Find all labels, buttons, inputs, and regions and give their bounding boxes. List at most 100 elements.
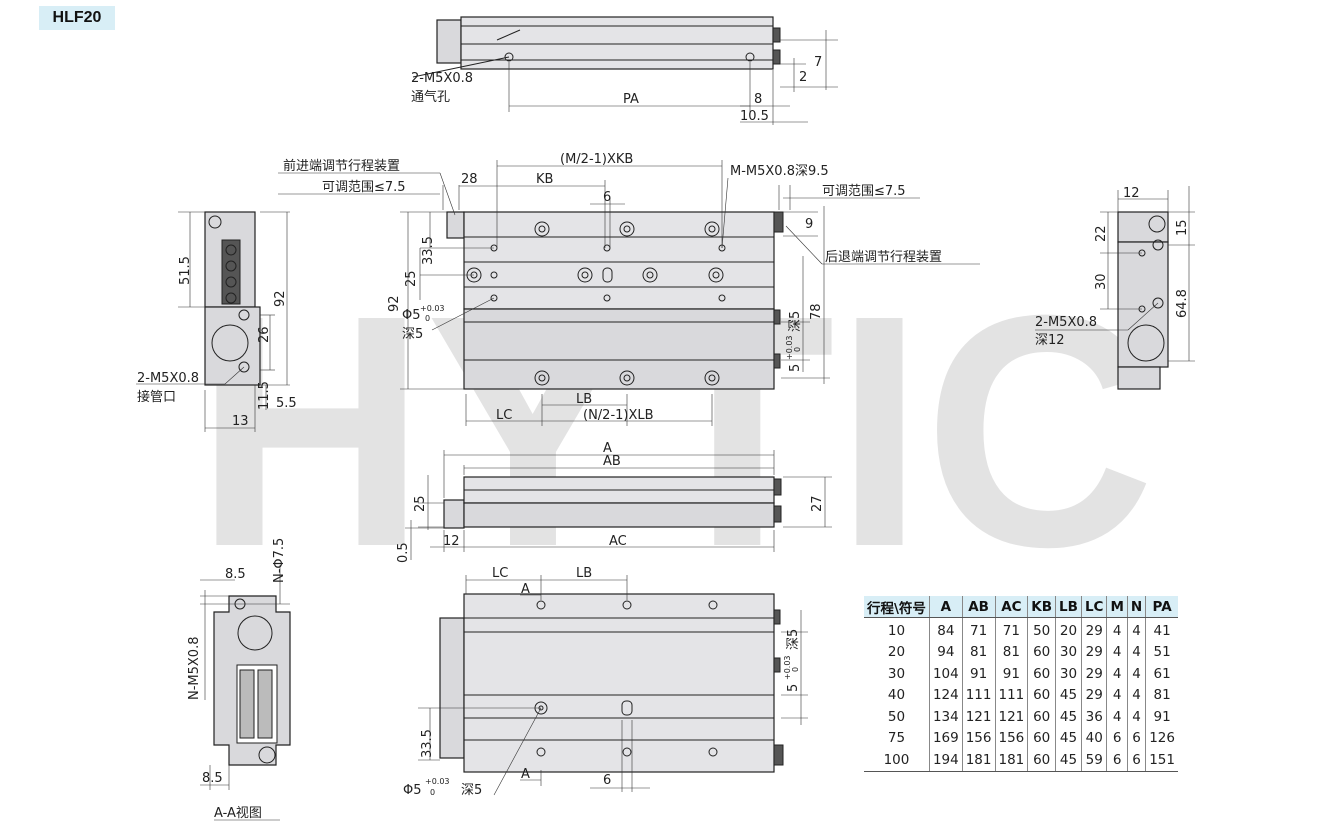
dim-22: 22 (1094, 225, 1109, 242)
spec-cell: 81 (995, 641, 1029, 663)
tol-lower-bottom-side: 0 (791, 667, 800, 672)
section-title: A-A视图 (214, 806, 262, 821)
tol-lower-bottom: 0 (430, 788, 435, 797)
spec-cell: 51 (1153, 644, 1171, 661)
spec-cell: 4 (1127, 706, 1147, 728)
tol-upper: +0.03 (420, 304, 445, 313)
spec-cell: 4 (1127, 617, 1147, 642)
spec-header-cell: AC (995, 596, 1029, 618)
dim-n-thread: N-M5X0.8 (187, 637, 202, 700)
spec-cell: 50 (864, 706, 930, 728)
dim-ab: AB (603, 454, 621, 469)
side-depth-5-bottom: 深5 (786, 629, 801, 650)
vent-desc: 通气孔 (411, 89, 450, 105)
spec-cell: 71 (995, 617, 1029, 642)
spec-cell: 45 (1055, 727, 1082, 749)
dim-28: 28 (461, 172, 478, 187)
spec-header-cell: M (1106, 596, 1128, 618)
spec-cell: 45 (1055, 749, 1082, 772)
dim-2: 2 (799, 70, 807, 85)
spec-cell: 121 (995, 706, 1029, 728)
spec-cell: 84 (929, 617, 963, 642)
dim-a: A (603, 441, 612, 456)
spec-cell: 41 (1153, 622, 1171, 639)
spec-header-cell: AB (962, 596, 996, 618)
dim-lc: LC (496, 408, 512, 423)
spec-cell: 94 (929, 641, 963, 663)
section-view: 8.5 N-Φ7.5 N-M5X0.8 8.5 A-A视图 (187, 538, 291, 821)
spec-cell: 29 (1081, 663, 1108, 685)
section-mark-bottom: A (521, 767, 530, 782)
spec-cell: 10 (864, 617, 930, 642)
spec-cell: 29 (1081, 641, 1108, 663)
dim-5: 5 (788, 364, 803, 372)
thread-depth: 深12 (1035, 333, 1065, 348)
spec-cell: 81 (1153, 687, 1171, 704)
dim-pa: PA (623, 92, 639, 107)
spec-cell: 6 (1127, 727, 1147, 749)
model-badge: HLF20 (39, 6, 115, 30)
dim-9: 9 (805, 217, 813, 232)
side-view: A AB 25 27 0.5 12 AC (396, 441, 832, 563)
spec-header-cell: PA (1145, 596, 1178, 618)
top-view: 2-M5X0.8 通气孔 PA 7 2 8 10.5 (411, 16, 838, 125)
spec-cell: 60 (1027, 663, 1057, 685)
dim-27: 27 (810, 495, 825, 512)
spec-cell: 91 (962, 663, 996, 685)
vent-hole-icon (504, 52, 514, 62)
tol-upper-bottom: +0.03 (425, 777, 450, 786)
spec-cell: 169 (929, 727, 963, 749)
dim-lb-bottom: LB (576, 566, 592, 581)
dim-ac: AC (609, 534, 627, 549)
spec-cell: 50 (1027, 617, 1057, 642)
dim-phi5: Φ5 (402, 308, 421, 323)
left-view: 51.5 92 26 11.5 5.5 13 2-M5X0.8 接管口 (136, 211, 297, 432)
spec-cell: 4 (1127, 684, 1147, 706)
bottom-view: LC LB A A 33.5 Φ5 +0.03 0 深5 6 深5 5 +0.0… (403, 566, 808, 798)
spec-cell: 104 (929, 663, 963, 685)
spec-cell: 156 (962, 727, 996, 749)
thread-hole-icon (1152, 297, 1164, 309)
dim-33-5-bottom: 33.5 (420, 729, 435, 758)
front-range-label: 可调范围≤7.5 (322, 180, 406, 195)
dim-lb: LB (576, 392, 592, 407)
side-depth-5: 深5 (788, 311, 803, 332)
dim-6: 6 (603, 190, 611, 205)
dim-25-side: 25 (413, 495, 428, 512)
spec-cell: 60 (1027, 727, 1057, 749)
spec-cell: 40 (1081, 727, 1108, 749)
port-icon (238, 361, 250, 373)
dim-64-8: 64.8 (1175, 289, 1190, 318)
spec-cell: 59 (1081, 749, 1108, 772)
spec-cell: 4 (1106, 641, 1128, 663)
dim-8-5-bot: 8.5 (202, 771, 223, 786)
dim-78: 78 (809, 303, 824, 320)
dim-30: 30 (1094, 273, 1109, 290)
spec-cell: 61 (1153, 665, 1171, 682)
spec-cell: 111 (962, 684, 996, 706)
spec-cell: 20 (864, 641, 930, 663)
dim-11-5: 11.5 (257, 381, 272, 410)
dim-mkb: (M/2-1)XKB (560, 152, 633, 167)
dim-0-5: 0.5 (396, 542, 411, 563)
spec-cell: 60 (1027, 684, 1057, 706)
thread-label: 2-M5X0.8 (1035, 315, 1097, 330)
spec-cell: 36 (1081, 706, 1108, 728)
spec-cell: 121 (962, 706, 996, 728)
right-view: 12 22 15 30 64.8 2-M5X0.8 深12 (1035, 186, 1195, 390)
dim-5-5: 5.5 (276, 396, 297, 411)
dim-8-5-top: 8.5 (225, 567, 246, 582)
dim-25: 25 (404, 270, 419, 287)
tol-upper-bottom-side: +0.03 (783, 655, 792, 680)
spec-cell: 30 (864, 663, 930, 685)
spec-cell: 124 (929, 684, 963, 706)
dim-5-bottom: 5 (786, 684, 801, 692)
spec-cell: 29 (1081, 617, 1108, 642)
dim-26: 26 (257, 326, 272, 343)
port-label: 2-M5X0.8 (137, 371, 199, 386)
